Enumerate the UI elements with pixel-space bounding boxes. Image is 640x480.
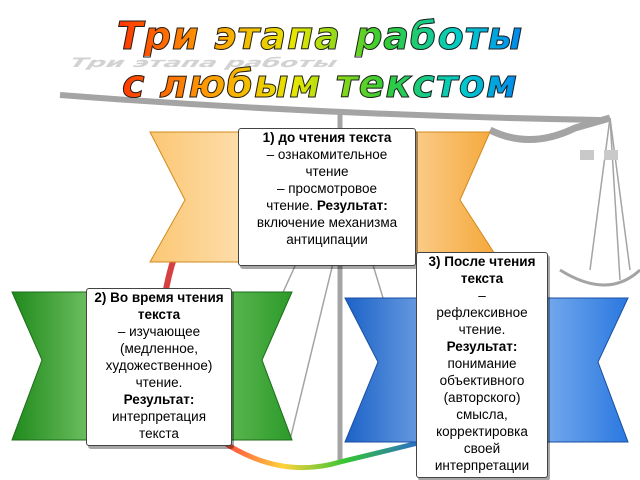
- stage-3-heading: 3) После чтения текста: [428, 254, 536, 286]
- stage-2-result-label: Результат:: [123, 392, 195, 407]
- title-line-2: с любым текстом: [0, 64, 640, 105]
- title-line-1: Три этапа работы: [0, 16, 640, 57]
- stage-1-result: антиципации: [286, 232, 368, 247]
- stage-2-line: художественное): [105, 358, 213, 373]
- stage-3-result: (авторского): [443, 390, 521, 405]
- stage-3-result: объективного: [439, 373, 525, 388]
- stage-3-result: своей: [463, 441, 501, 456]
- stage-3-line: рефлексивное: [436, 305, 528, 320]
- stage-1-line: чтение.: [266, 198, 314, 213]
- stage-2-line: – изучающее: [117, 324, 201, 339]
- stage-3-result-label: Результат:: [446, 339, 518, 354]
- stage-1-line: – ознакомительное: [266, 147, 388, 162]
- stage-3-card: 3) После чтения текста – рефлексивное чт…: [416, 252, 548, 478]
- stage-3-line: чтение.: [458, 322, 506, 337]
- stage-3-result: корректировка: [436, 424, 528, 439]
- stage-1-line: – просмотровое: [276, 181, 378, 196]
- stage-2-result: интерпретация: [111, 409, 207, 424]
- stage-1-result-line: чтение. Результат:: [239, 197, 415, 214]
- stage-3-result: интерпретации: [434, 458, 530, 473]
- stage-2-line: (медленное,: [120, 341, 198, 356]
- stage-1-result: включение механизма: [256, 215, 398, 230]
- stage-3-result: понимание: [447, 356, 517, 371]
- stage-1-result-label: Результат:: [316, 198, 388, 213]
- stage-3-result: смысла,: [456, 407, 508, 422]
- stage-2-line: чтение.: [135, 375, 183, 390]
- stage-2-card: 2) Во время чтения текста – изучающее (м…: [86, 288, 232, 446]
- stage-2-result: текста: [139, 426, 179, 441]
- stage-1-heading: 1) до чтения текста: [262, 130, 392, 145]
- stage-1-line: чтение: [305, 164, 349, 179]
- stage-1-card: 1) до чтения текста – ознакомительное чт…: [238, 128, 416, 266]
- stage-3-line: –: [478, 288, 486, 303]
- stage-2-heading: 2) Во время чтения текста: [94, 290, 224, 322]
